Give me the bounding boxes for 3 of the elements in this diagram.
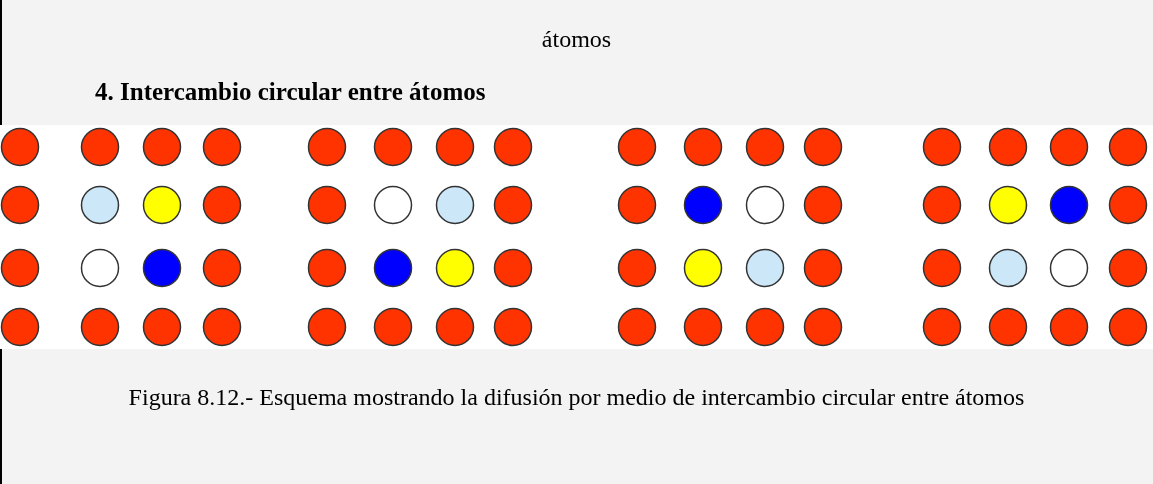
figure-caption: Figura 8.12.- Esquema mostrando la difusión por medio de intercambio circular entre átomos (127, 383, 1026, 412)
section-heading: 4. Intercambio circular entre átomos (95, 77, 486, 107)
text-line: átomos (540, 25, 613, 54)
